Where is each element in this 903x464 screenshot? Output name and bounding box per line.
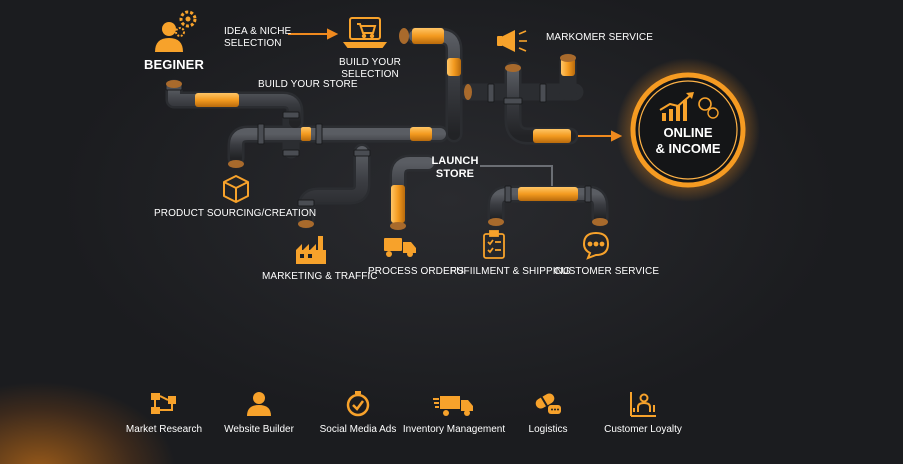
bottom-label: Social Media Ads bbox=[319, 424, 397, 435]
factory-icon bbox=[296, 236, 326, 264]
clipboard-checklist-icon bbox=[483, 230, 505, 259]
bottom-item-social-media-ads: Social Media Ads bbox=[298, 390, 418, 435]
hub-line2: & INCOME bbox=[655, 140, 721, 156]
box-icon bbox=[223, 175, 249, 203]
bottom-item-logistics: Logistics bbox=[488, 390, 608, 435]
node-process: PROCESS ORDERS bbox=[368, 266, 464, 277]
bottom-item-market-research: Market Research bbox=[104, 390, 224, 435]
flowchart-icon bbox=[151, 393, 176, 414]
hub-online-income: ONLINE & INCOME bbox=[643, 125, 733, 156]
node-markomer: MARKOMER SERVICE bbox=[546, 32, 653, 43]
bottom-item-website-builder: Website Builder bbox=[199, 390, 319, 435]
bottom-label: Market Research bbox=[125, 424, 203, 435]
person-podium-icon bbox=[630, 392, 656, 417]
node-marketing: MARKETING & TRAFFIC bbox=[262, 271, 378, 282]
bottom-item-inventory-management: Inventory Management bbox=[394, 390, 514, 435]
target-check-icon bbox=[346, 391, 370, 417]
beginner-gear-person-icon bbox=[155, 10, 197, 52]
growth-chart-icon bbox=[659, 92, 719, 121]
node-customer: CUSTOMER SERVICE bbox=[554, 266, 660, 277]
node-build-selection: BUILD YOUR SELECTION bbox=[339, 57, 401, 80]
laptop-cart-icon bbox=[343, 17, 387, 48]
pill-chat-icon bbox=[535, 393, 561, 414]
node-launch: LAUNCH STORE bbox=[431, 155, 479, 180]
bottom-item-customer-loyalty: Customer Loyalty bbox=[583, 390, 703, 435]
hub-line1: ONLINE bbox=[663, 125, 713, 140]
node-fulfillment: FUFIILMENT & SHIPPING bbox=[450, 266, 571, 277]
bottom-label: Website Builder bbox=[224, 424, 294, 435]
bottom-label: Inventory Management bbox=[402, 424, 506, 435]
node-build-store: BUILD YOUR STORE bbox=[258, 79, 358, 90]
megaphone-icon bbox=[497, 30, 527, 52]
delivery-truck-icon bbox=[433, 396, 473, 416]
node-product: PRODUCT SOURCING/CREATION bbox=[154, 208, 317, 219]
chat-bubble-icon bbox=[582, 231, 610, 260]
person-icon bbox=[247, 392, 271, 416]
node-beginner: BEGINER bbox=[144, 57, 204, 72]
delivery-truck-icon bbox=[384, 238, 416, 257]
node-idea: IDEA & NICHE SELECTION bbox=[224, 26, 292, 49]
bottom-label: Logistics bbox=[528, 424, 568, 435]
bottom-label: Customer Loyalty bbox=[604, 424, 682, 435]
